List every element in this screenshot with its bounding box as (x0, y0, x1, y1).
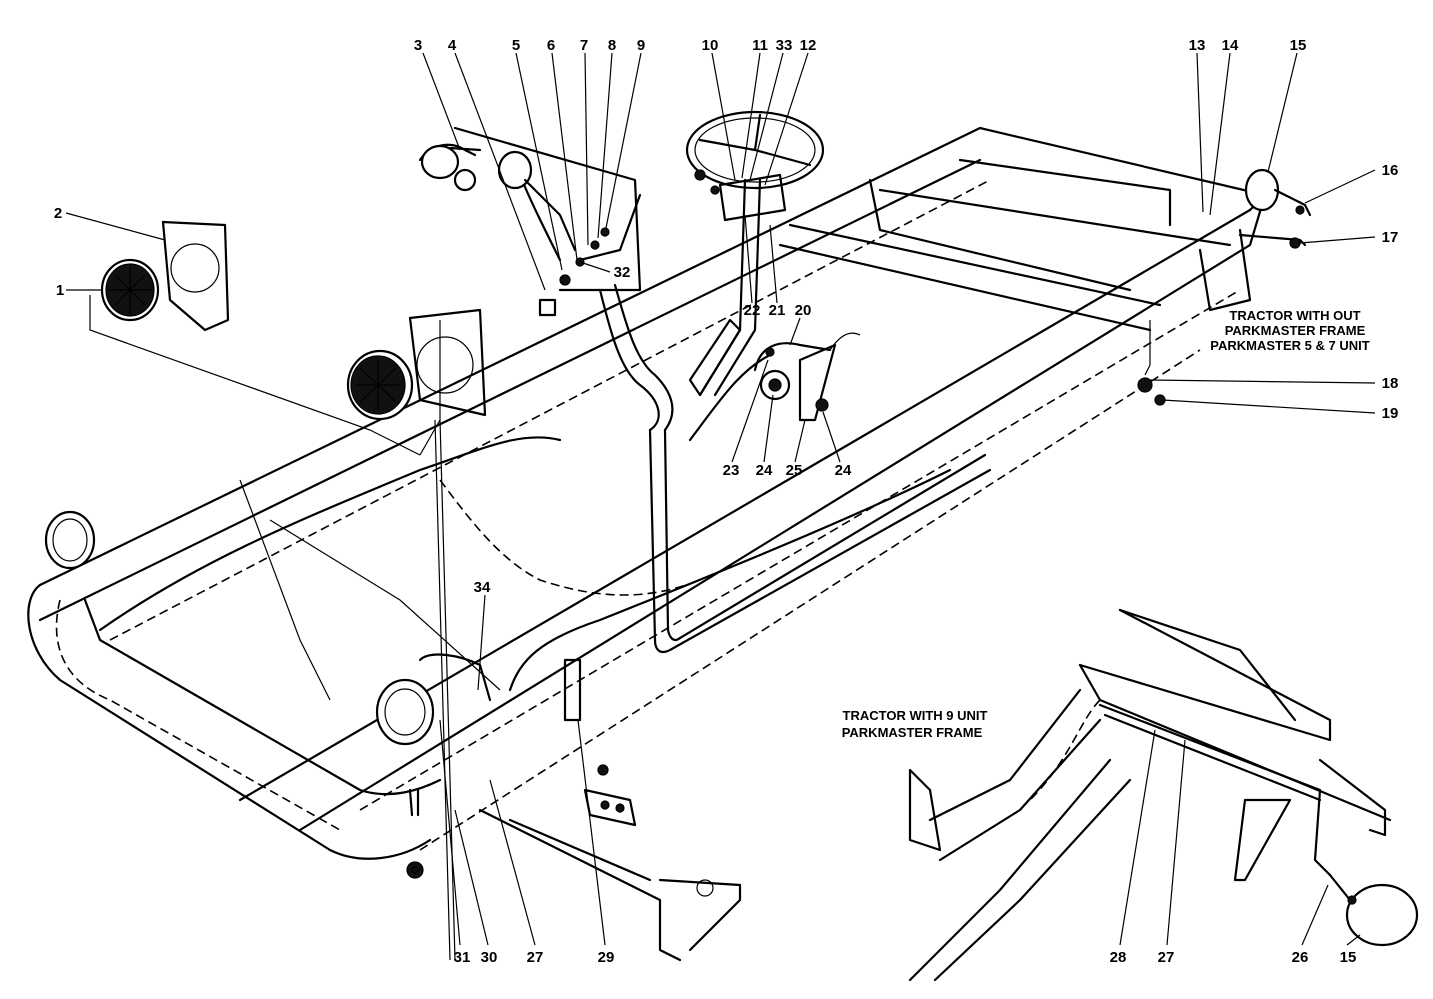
callout-10: 10 (702, 37, 719, 54)
callout-7: 7 (580, 37, 588, 54)
callout-3: 3 (414, 37, 422, 54)
callout-1: 1 (56, 282, 64, 299)
callout-26: 26 (1292, 949, 1309, 966)
callout-9: 9 (637, 37, 645, 54)
callout-16: 16 (1382, 162, 1399, 179)
inset-9-unit-frame (908, 608, 1419, 982)
callouts: 1 2 3 4 5 6 7 8 9 10 11 33 12 13 14 15 1 (54, 37, 1399, 966)
callout-14: 14 (1222, 37, 1239, 54)
callout-24: 24 (756, 462, 773, 479)
callout-32: 32 (614, 264, 631, 281)
callout-18: 18 (1382, 375, 1399, 392)
callout-4: 4 (448, 37, 457, 54)
dash-panel (418, 126, 642, 317)
callout-5: 5 (512, 37, 520, 54)
callout-20: 20 (795, 302, 812, 319)
callout-17: 17 (1382, 229, 1399, 246)
caption-without-parkmaster-3: PARKMASTER 5 & 7 UNIT (1210, 338, 1369, 353)
callout-27: 27 (527, 949, 544, 966)
caption-without-parkmaster-2: PARKMASTER FRAME (1225, 323, 1366, 338)
callout-13: 13 (1189, 37, 1206, 54)
callout-23: 23 (723, 462, 740, 479)
callout-15b: 15 (1340, 949, 1357, 966)
callout-31: 31 (454, 949, 471, 966)
callout-6: 6 (547, 37, 555, 54)
headlight-mid (346, 308, 487, 421)
wiring-harness (89, 173, 992, 961)
callout-21: 21 (769, 302, 786, 319)
caption-9-unit-2: PARKMASTER FRAME (842, 725, 983, 740)
caption-without-parkmaster-1: TRACTOR WITH OUT (1229, 308, 1360, 323)
callout-29: 29 (598, 949, 615, 966)
callout-15: 15 (1290, 37, 1307, 54)
callout-30: 30 (481, 949, 498, 966)
callout-24b: 24 (835, 462, 852, 479)
callout-22: 22 (744, 302, 761, 319)
callout-8: 8 (608, 37, 616, 54)
caption-9-unit-1: TRACTOR WITH 9 UNIT (843, 708, 988, 723)
callout-27b: 27 (1158, 949, 1175, 966)
callout-2: 2 (54, 205, 62, 222)
horn-switch-assembly (753, 332, 861, 422)
callout-19: 19 (1382, 405, 1399, 422)
rear-light-assembly (1137, 168, 1312, 406)
callout-28: 28 (1110, 949, 1127, 966)
callout-11: 11 (752, 37, 768, 54)
steering-assembly (685, 110, 825, 397)
callout-33: 33 (776, 37, 793, 54)
callout-25: 25 (786, 462, 803, 479)
connector-block (563, 658, 637, 827)
headlight-left-exploded (100, 220, 230, 332)
marker-lamps (44, 510, 492, 879)
callout-34: 34 (474, 579, 491, 596)
captions: TRACTOR WITH OUT PARKMASTER FRAME PARKMA… (842, 308, 1370, 740)
callout-12: 12 (800, 37, 817, 54)
